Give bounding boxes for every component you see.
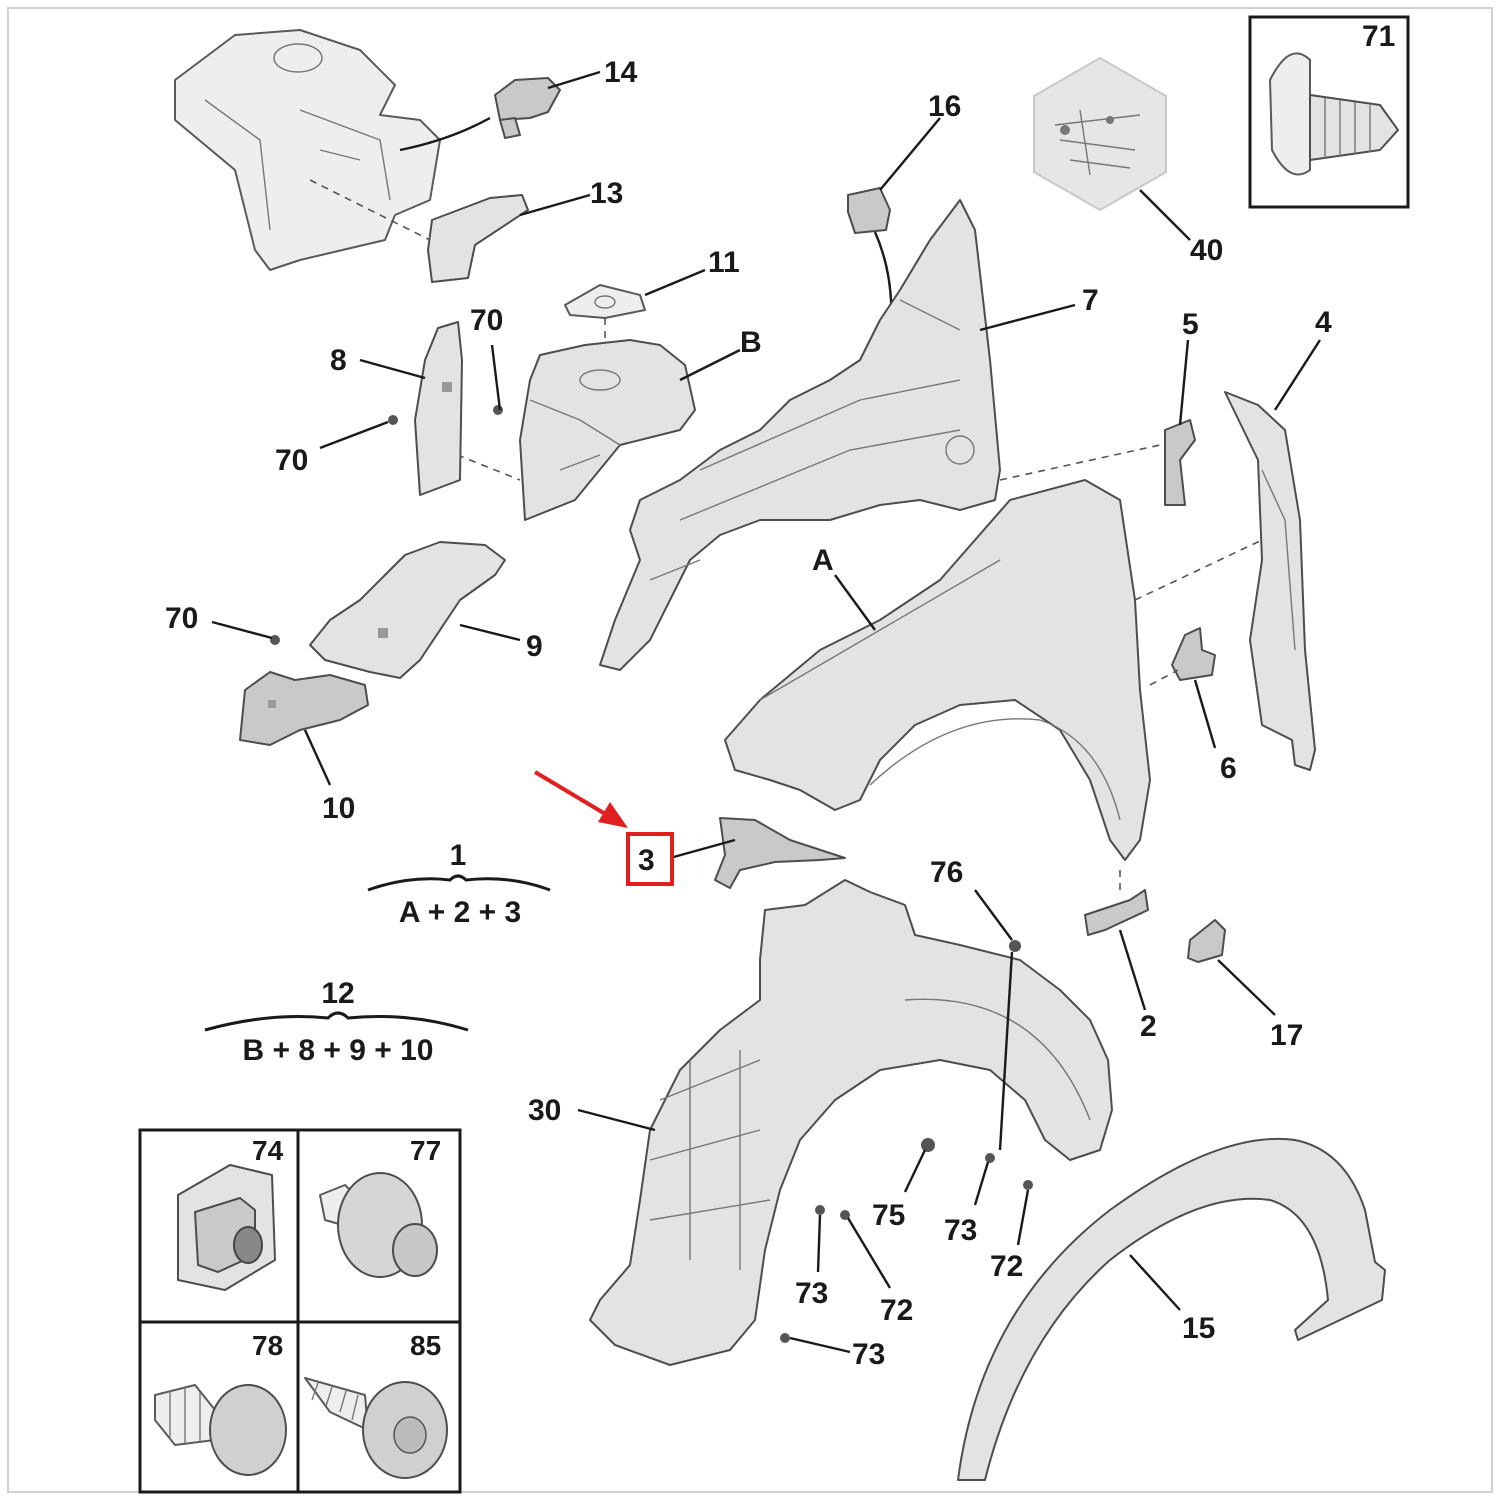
label-10: 10 xyxy=(322,792,355,825)
part-71-clip xyxy=(1269,52,1399,176)
dash-5 xyxy=(999,444,1161,481)
fastener-85-screw xyxy=(304,1377,448,1479)
fastener-78-fir-tree xyxy=(154,1384,287,1476)
label-9: 9 xyxy=(526,630,543,663)
label-71: 71 xyxy=(1362,20,1395,53)
part-4-trim xyxy=(1224,391,1316,771)
label-16: 16 xyxy=(928,90,961,123)
label-6: 6 xyxy=(1220,752,1237,785)
part-17-cap xyxy=(1187,919,1226,963)
label-78: 78 xyxy=(252,1330,283,1361)
label-74: 74 xyxy=(252,1135,284,1166)
label-70-lower: 70 xyxy=(165,602,198,635)
label-73-right: 73 xyxy=(944,1214,977,1247)
formula-12: 12 B + 8 + 9 + 10 xyxy=(204,977,469,1067)
part-30-wheel-liner xyxy=(589,879,1113,1366)
label-73-middle: 73 xyxy=(795,1277,828,1310)
fastener-74-cage-nut xyxy=(177,1164,276,1291)
label-3: 3 xyxy=(638,844,655,877)
part-7-apron xyxy=(599,199,1001,671)
label-70-upper: 70 xyxy=(470,304,503,337)
part-13-reinforcement xyxy=(427,194,529,283)
label-77: 77 xyxy=(410,1135,441,1166)
part-3-bracket xyxy=(714,817,846,889)
label-7: 7 xyxy=(1082,284,1099,317)
part-2-clip xyxy=(1084,889,1149,936)
leader-lines xyxy=(211,70,1322,1354)
label-17: 17 xyxy=(1270,1019,1303,1052)
part-10-bracket xyxy=(239,671,369,746)
part-strut-bracket xyxy=(174,29,441,271)
label-76: 76 xyxy=(930,856,963,889)
formula-12-bottom: B + 8 + 9 + 10 xyxy=(243,1034,434,1067)
dash-6 xyxy=(1149,669,1179,686)
formula-1-bottom: A + 2 + 3 xyxy=(399,896,521,929)
cable-14 xyxy=(399,116,491,152)
label-72-right: 72 xyxy=(990,1250,1023,1283)
highlight-box-3 xyxy=(626,832,674,886)
label-A: A xyxy=(812,544,834,577)
fastener-grid: 74 77 78 85 xyxy=(138,1128,462,1494)
highlight-arrow xyxy=(533,770,628,828)
part-16-connector xyxy=(847,187,891,234)
label-72-middle: 72 xyxy=(880,1294,913,1327)
part-B-tower xyxy=(519,339,696,521)
part-6-bracket xyxy=(1171,627,1216,681)
label-11: 11 xyxy=(708,246,740,279)
label-15: 15 xyxy=(1182,1312,1215,1345)
part-14-clip xyxy=(494,77,561,139)
part-8-bracket xyxy=(414,321,463,496)
part-9-liner xyxy=(309,541,506,679)
part-5-bracket xyxy=(1164,419,1196,506)
label-13: 13 xyxy=(590,177,623,210)
label-85: 85 xyxy=(410,1330,441,1361)
box-71 xyxy=(1248,15,1410,209)
label-70-middle: 70 xyxy=(275,444,308,477)
label-B: B xyxy=(740,326,762,359)
page-border xyxy=(7,7,1493,1493)
label-73-lower: 73 xyxy=(852,1338,885,1371)
label-4: 4 xyxy=(1315,306,1332,339)
part-A-fender xyxy=(724,479,1151,861)
label-14: 14 xyxy=(604,56,638,89)
dash-4 xyxy=(1134,539,1263,601)
formula-12-top: 12 xyxy=(321,977,354,1010)
fastener-77-push-clip xyxy=(319,1172,438,1278)
fasteners xyxy=(270,405,1033,1343)
label-2: 2 xyxy=(1140,1010,1157,1043)
dash-13 xyxy=(309,179,431,241)
label-75: 75 xyxy=(872,1199,905,1232)
label-30: 30 xyxy=(528,1094,561,1127)
part-11-mount xyxy=(564,284,646,319)
part-40-hardware-kit xyxy=(1033,56,1167,212)
label-40: 40 xyxy=(1190,234,1223,267)
label-8: 8 xyxy=(330,344,347,377)
label-5: 5 xyxy=(1182,308,1199,341)
part-labels: 71 14 16 40 13 11 70 8 B 7 5 4 70 A 70 9… xyxy=(165,20,1395,1371)
formula-1-top: 1 xyxy=(450,839,467,872)
formula-1: 1 A + 2 + 3 xyxy=(367,839,551,929)
part-15-arch-trim xyxy=(957,1137,1386,1481)
